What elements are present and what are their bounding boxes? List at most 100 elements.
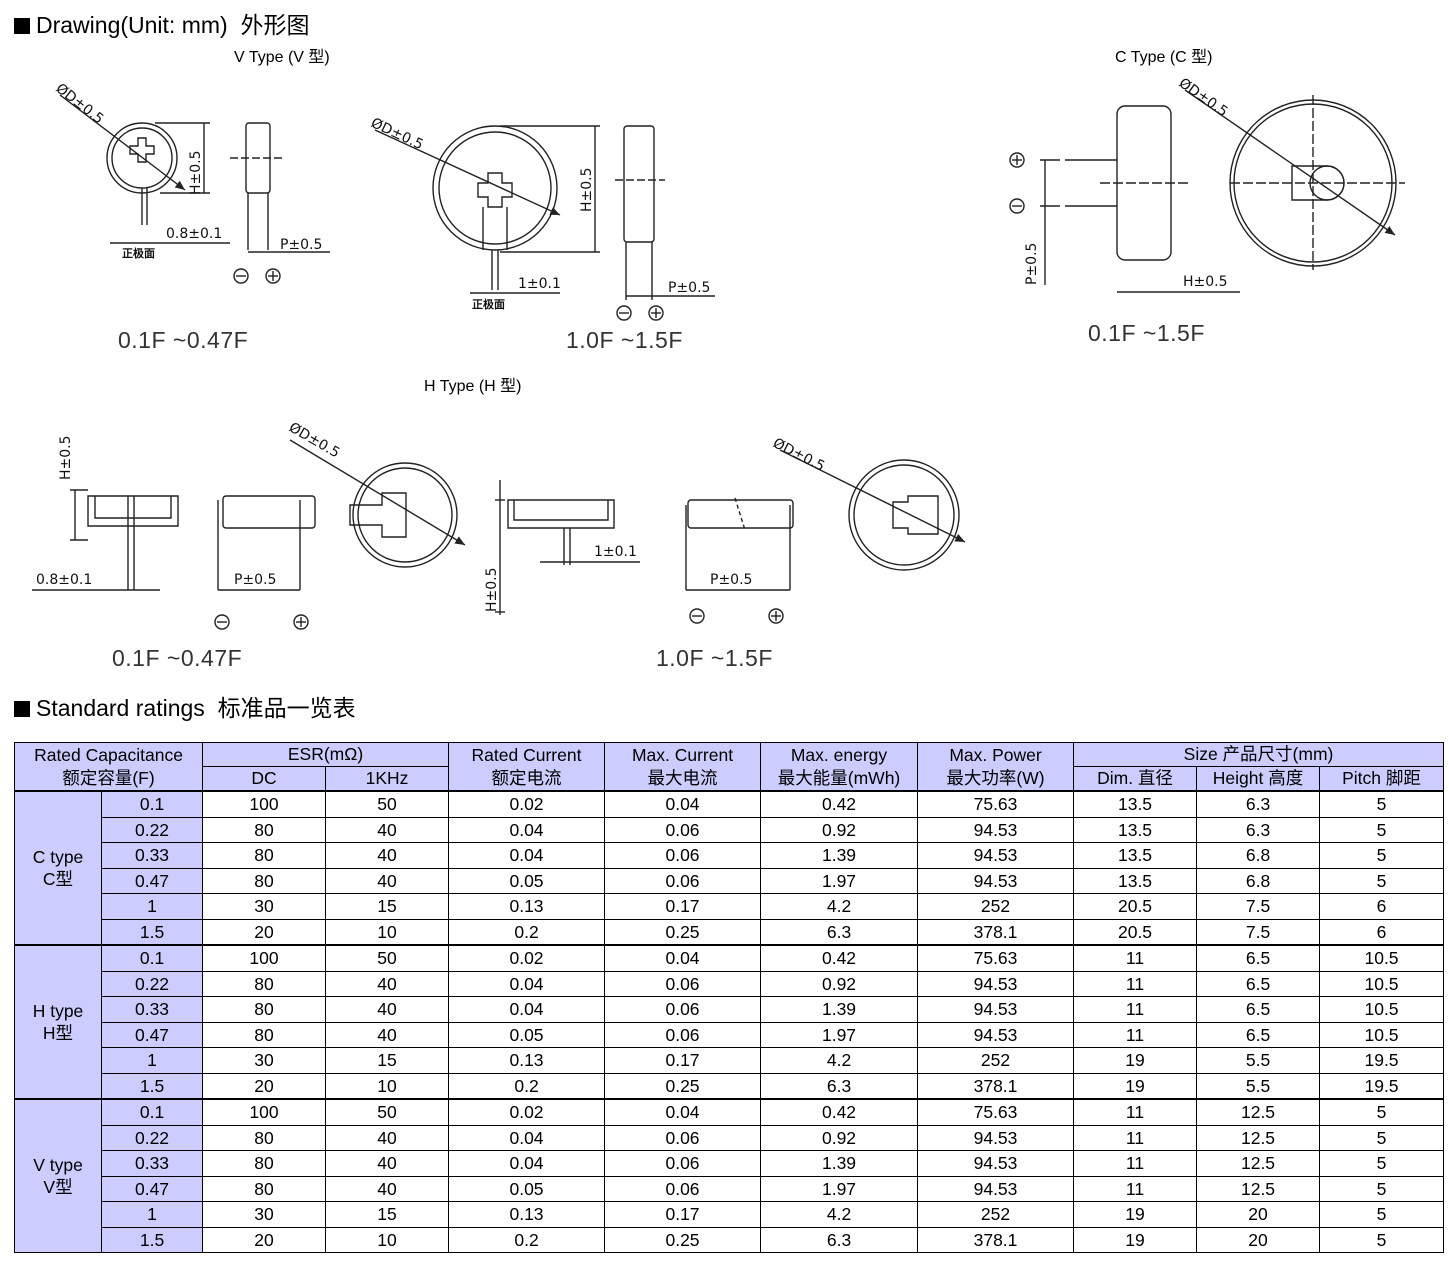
table-cell: 10: [325, 1226, 450, 1253]
table-cell: 0.05: [448, 1021, 606, 1048]
table-cell: 13.5: [1073, 790, 1198, 818]
table-cell: 15: [325, 1201, 450, 1228]
v-large-polarity: [616, 305, 664, 321]
table-cell: 80: [202, 970, 327, 997]
table-cell: 30: [202, 893, 327, 920]
dim-pitch-h-large: P±0.5: [710, 572, 752, 588]
table-cell: 20: [1196, 1226, 1321, 1253]
dimension-labels: ØD±0.5 H±0.5 0.8±0.1 正极面 P±0.5 ØD±0.5 H±…: [36, 75, 1231, 612]
table-cell: 6.5: [1196, 1021, 1321, 1048]
table-cell: 0.02: [448, 1098, 606, 1126]
table-cell: 0.17: [604, 893, 762, 920]
table-cell: 19: [1073, 1047, 1198, 1074]
table-cell: 11: [1073, 970, 1198, 997]
table-cell: 6.3: [1196, 790, 1321, 818]
dim-diameter-v-small: ØD±0.5: [53, 81, 107, 128]
table-cell: 11: [1073, 1150, 1198, 1177]
dim-pitch-v-small: P±0.5: [280, 237, 322, 253]
capacitance-cell: 0.1: [100, 790, 204, 818]
table-cell: 0.42: [760, 944, 919, 972]
table-cell: 5: [1319, 867, 1445, 894]
table-cell: 1.97: [760, 867, 919, 894]
table-cell: 378.1: [917, 1226, 1075, 1253]
dim-height-c: H±0.5: [1183, 274, 1228, 290]
capacitance-cell: 0.1: [100, 1098, 204, 1126]
table-cell: 6.3: [760, 1226, 919, 1253]
header-rated-current: Rated Current 额定电流: [448, 742, 606, 792]
table-cell: 40: [325, 1175, 450, 1202]
table-cell: 1.97: [760, 1175, 919, 1202]
table-cell: 80: [202, 1124, 327, 1151]
dim-diameter-c: ØD±0.5: [1176, 75, 1231, 120]
header-esr-dc: DC: [202, 766, 327, 792]
table-cell: 5: [1319, 1150, 1445, 1177]
range-h-large: 1.0F ~1.5F: [656, 645, 773, 671]
table-cell: 0.05: [448, 1175, 606, 1202]
table-cell: 11: [1073, 1175, 1198, 1202]
table-cell: 10.5: [1319, 996, 1445, 1023]
table-cell: 94.53: [917, 1021, 1075, 1048]
table-cell: 40: [325, 842, 450, 869]
c-polarity: [1009, 152, 1025, 214]
header-pitch: Pitch 脚距: [1319, 766, 1445, 792]
table-cell: 94.53: [917, 996, 1075, 1023]
h-type-small-side: [32, 489, 179, 591]
table-cell: 1.39: [760, 1150, 919, 1177]
dim-height-v-small: H±0.5: [188, 150, 204, 195]
range-c: 0.1F ~1.5F: [1088, 320, 1205, 346]
table-cell: 4.2: [760, 893, 919, 920]
table-cell: 0.04: [448, 996, 606, 1023]
table-cell: 94.53: [917, 816, 1075, 843]
capacitance-cell: 0.47: [100, 1021, 204, 1048]
table-cell: 0.04: [604, 790, 762, 818]
table-cell: 7.5: [1196, 893, 1321, 920]
table-cell: 11: [1073, 1124, 1198, 1151]
table-cell: 40: [325, 1124, 450, 1151]
table-cell: 80: [202, 842, 327, 869]
table-cell: 100: [202, 790, 327, 818]
v-type-large-side: [615, 125, 715, 300]
v-type-small-side: [230, 122, 330, 253]
table-cell: 20.5: [1073, 918, 1198, 946]
table-cell: 12.5: [1196, 1098, 1321, 1126]
table-cell: 6.3: [1196, 816, 1321, 843]
table-cell: 252: [917, 893, 1075, 920]
table-cell: 10.5: [1319, 1021, 1445, 1048]
table-cell: 1.97: [760, 1021, 919, 1048]
capacitance-cell: 1.5: [100, 918, 204, 946]
table-cell: 0.02: [448, 944, 606, 972]
table-cell: 19.5: [1319, 1047, 1445, 1074]
table-cell: 0.04: [448, 970, 606, 997]
capacitance-cell: 0.33: [100, 842, 204, 869]
capacitance-cell: 0.33: [100, 996, 204, 1023]
table-cell: 12.5: [1196, 1150, 1321, 1177]
header-esr: ESR(mΩ): [202, 742, 450, 767]
table-cell: 5.5: [1196, 1072, 1321, 1100]
dim-lead-v-small: 0.8±0.1: [166, 226, 222, 242]
header-max-current: Max. Current 最大电流: [604, 742, 762, 792]
range-v-small: 0.1F ~0.47F: [118, 327, 249, 353]
header-esr-1khz: 1KHz: [325, 766, 450, 792]
table-cell: 1.39: [760, 996, 919, 1023]
table-cell: 6.3: [760, 1072, 919, 1100]
table-cell: 0.25: [604, 1226, 762, 1253]
table-cell: 94.53: [917, 1150, 1075, 1177]
table-cell: 100: [202, 944, 327, 972]
table-cell: 4.2: [760, 1047, 919, 1074]
table-cell: 0.25: [604, 918, 762, 946]
capacitance-cell: 0.47: [100, 867, 204, 894]
h-large-polarity: [689, 608, 784, 624]
table-cell: 30: [202, 1201, 327, 1228]
table-cell: 94.53: [917, 970, 1075, 997]
square-bullet-icon: [14, 18, 30, 34]
table-cell: 19: [1073, 1226, 1198, 1253]
table-cell: 75.63: [917, 1098, 1075, 1126]
